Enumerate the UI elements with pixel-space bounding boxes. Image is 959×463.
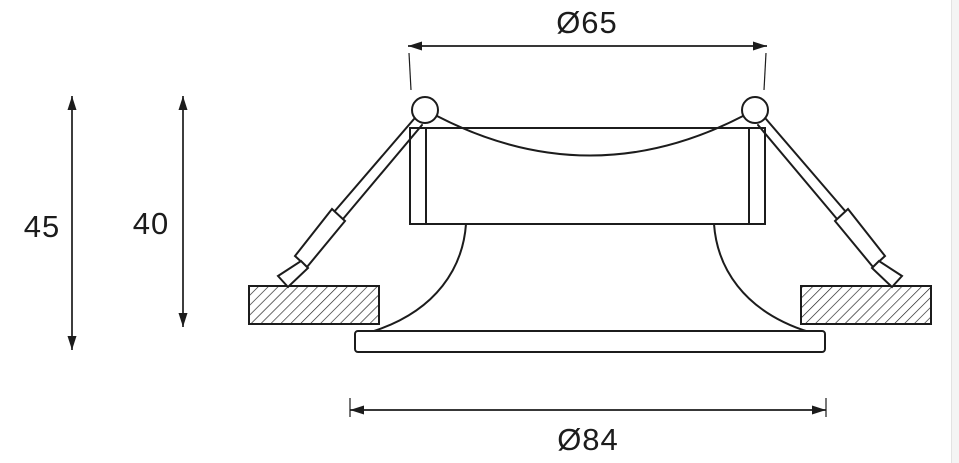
dim-label-bottom-diameter: Ø84 <box>557 422 619 457</box>
spring-arm-left <box>293 207 347 269</box>
ceiling-panel-left <box>248 285 380 325</box>
spring-coil-left <box>411 96 439 124</box>
arrowhead-left-icon <box>408 41 422 51</box>
dim-label-overall-height: 45 <box>24 209 60 244</box>
spring-clip-right <box>757 118 904 289</box>
spring-coil-right <box>741 96 769 124</box>
ceiling-hatch-left <box>248 285 380 325</box>
dimension-recess-height: 40 <box>133 96 188 327</box>
arrowhead-up-icon <box>67 96 77 110</box>
arrowhead-right-icon <box>812 405 826 415</box>
spring-clip-left <box>276 118 423 289</box>
arrowhead-up-icon <box>178 96 188 110</box>
dimension-top-diameter: Ø65 <box>408 5 767 91</box>
fixture <box>276 96 904 353</box>
lamp-body <box>409 127 766 225</box>
bell-curve-left <box>370 223 467 333</box>
ceiling-hatch-right <box>800 285 932 325</box>
arrowhead-down-icon <box>178 313 188 327</box>
spring-arm-right <box>833 207 887 269</box>
spring-foot-left <box>276 259 310 289</box>
arrowhead-down-icon <box>67 336 77 350</box>
spring-foot-right <box>870 259 904 289</box>
dimension-bottom-diameter: Ø84 <box>349 398 827 457</box>
arrowhead-left-icon <box>350 405 364 415</box>
dim-label-recess-height: 40 <box>133 206 169 241</box>
bell-curve-right <box>713 223 810 333</box>
dimension-overall-height: 45 <box>24 96 77 350</box>
trim-rim <box>354 330 826 353</box>
dim-label-top-diameter: Ø65 <box>556 5 618 40</box>
arrowhead-right-icon <box>753 41 767 51</box>
page-edge-strip <box>951 0 959 463</box>
ceiling-panel-right <box>800 285 932 325</box>
spring-wire <box>436 115 744 157</box>
